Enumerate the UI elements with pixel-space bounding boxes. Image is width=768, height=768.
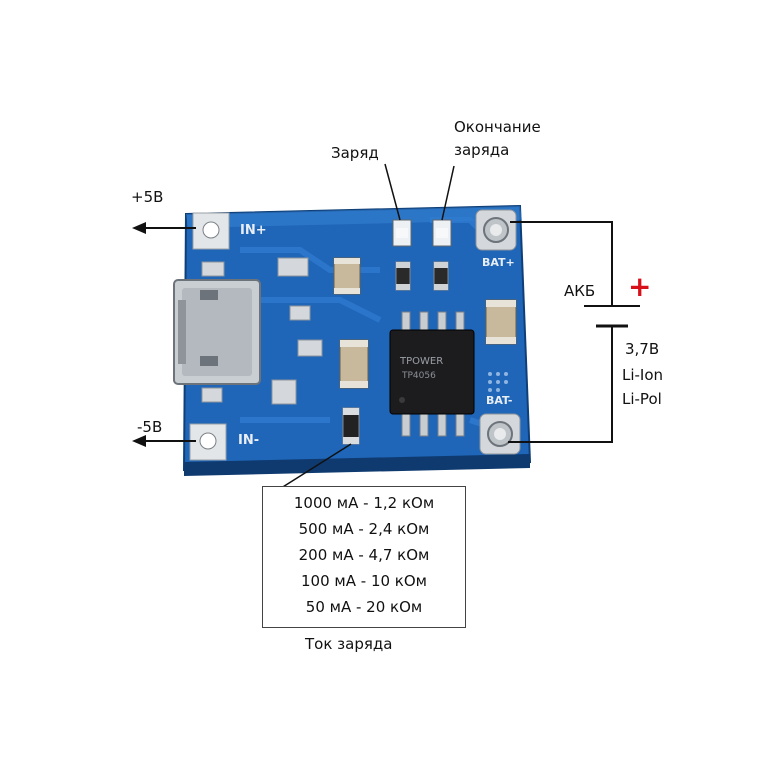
chip-label-line1: TPOWER bbox=[399, 356, 443, 367]
vias bbox=[488, 372, 508, 392]
minus5v-label: -5В bbox=[137, 418, 163, 436]
silk-in-plus: IN+ bbox=[240, 223, 267, 238]
bat-plus-pad bbox=[475, 209, 517, 251]
table-row: 50 мА - 20 кОм bbox=[305, 598, 423, 616]
silk-bat-minus: BAT- bbox=[486, 394, 513, 407]
end-charge-label-line1: Окончание bbox=[454, 118, 541, 136]
liion-label: Li-Ion bbox=[622, 366, 664, 384]
led-end-charge bbox=[432, 219, 452, 247]
table-row: 200 мА - 4,7 кОм bbox=[298, 546, 430, 564]
led-charge bbox=[392, 219, 412, 247]
capacitors bbox=[333, 257, 517, 389]
voltage-label: 3,7В bbox=[625, 340, 660, 358]
program-resistor bbox=[342, 407, 360, 445]
resistor-table: 1000 мА - 1,2 кОм 500 мА - 2,4 кОм 200 м… bbox=[262, 486, 466, 628]
battery-wires bbox=[508, 221, 640, 443]
chip-label-line2: TP4056 bbox=[401, 371, 436, 381]
led-pointer-lines bbox=[384, 163, 455, 221]
charge-label: Заряд bbox=[331, 144, 379, 162]
battery-plus-sign: + bbox=[628, 270, 652, 303]
minus5v-arrow bbox=[132, 435, 196, 447]
silk-bat-plus: BAT+ bbox=[482, 256, 515, 269]
battery-label: АКБ bbox=[564, 282, 596, 300]
tp4056-chip bbox=[389, 329, 475, 415]
micro-usb-connector bbox=[173, 279, 261, 385]
led-resistors bbox=[395, 261, 449, 291]
lipol-label: Li-Pol bbox=[622, 390, 662, 408]
table-row: 1000 мА - 1,2 кОм bbox=[293, 494, 435, 512]
table-row: 500 мА - 2,4 кОм bbox=[298, 520, 430, 538]
bat-minus-pad bbox=[479, 413, 521, 455]
plus5v-label: +5В bbox=[131, 188, 164, 206]
charge-current-caption: Ток заряда bbox=[305, 635, 393, 653]
plus5v-arrow bbox=[132, 222, 196, 234]
table-row: 100 мА - 10 кОм bbox=[301, 572, 427, 590]
resistor-pointer-line bbox=[277, 443, 352, 491]
end-charge-label-line2: заряда bbox=[454, 141, 510, 159]
smd-pads bbox=[201, 257, 323, 405]
in-plus-pad bbox=[192, 212, 230, 250]
silk-in-minus: IN- bbox=[238, 433, 259, 448]
